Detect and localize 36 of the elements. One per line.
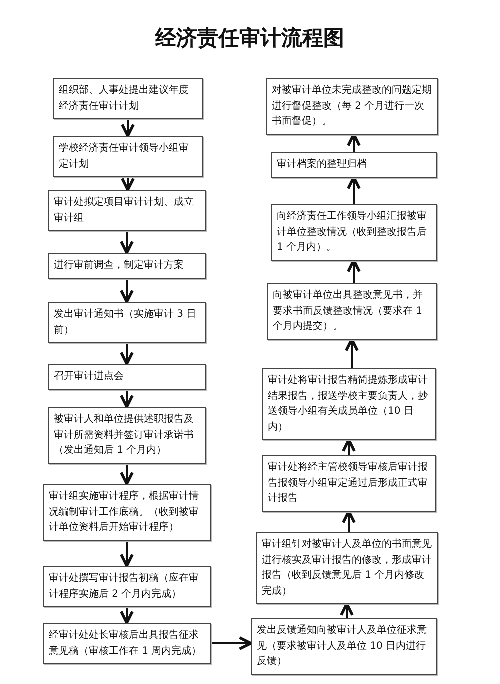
arrow <box>120 390 134 408</box>
arrow <box>120 607 134 624</box>
process-box: 对被审计单位未完成整改的问题定期进行督促整改（每 2 个月进行一次书面督促）。 <box>266 78 438 134</box>
process-box: 经审计处处长审核后出具报告征求意见稿（审核工作在 1 周内完成） <box>43 623 211 664</box>
process-box: 审计处将经主管校领导审核后审计报告报领导小组审定通过后形成正式审计报告 <box>262 455 436 512</box>
process-box: 审计组实施审计程序，根据审计情况编制审计工作底稿。（收到被审计单位资料后开始审计程序） <box>43 484 211 540</box>
arrow <box>211 636 252 650</box>
process-box: 发出反馈通知向被审计人及单位征求意见（要求被审计人及单位 10 日内进行反馈） <box>251 618 437 674</box>
process-box: 进行审前调查，制定审计方案 <box>48 253 206 278</box>
arrow <box>347 133 361 152</box>
arrow <box>120 278 134 304</box>
process-box: 审计处将审计报告精简提炼形成审计结果报告，报送学校主要负责人，抄送领导小组有关成员单位（10 日内） <box>262 368 436 440</box>
process-box: 审计处撰写审计报告初稿（应在审计程序实施后 2 个月内完成） <box>43 566 211 607</box>
process-box: 审计档案的整理归档 <box>271 152 437 178</box>
process-box: 被审计人和单位提供述职报告及审计所需资料并签订审计承诺书（发出通知后 1 个月内） <box>48 407 206 464</box>
arrow <box>342 510 356 532</box>
process-box: 学校经济责任审计领导小组审定计划 <box>53 136 203 177</box>
arrow <box>340 602 354 618</box>
arrow <box>347 259 361 283</box>
arrow <box>347 176 361 204</box>
arrow <box>342 438 356 455</box>
process-box: 组织部、人事处提出建议年度经济责任审计计划 <box>53 78 203 119</box>
process-box: 发出审计通知书（实施审计 3 日前） <box>48 302 206 343</box>
process-box: 审计处拟定项目审计计划、成立审计组 <box>48 190 206 231</box>
process-box: 召开审计进点会 <box>48 364 206 390</box>
arrow <box>120 540 134 568</box>
diagram-title: 经济责任审计流程图 <box>156 24 344 52</box>
arrow <box>120 464 134 486</box>
process-box: 向被审计单位出具整改意见书，并要求书面反馈整改情况（要求在 1 个月内提交）。 <box>267 283 437 340</box>
arrow <box>121 119 135 138</box>
arrow <box>120 343 134 366</box>
arrow <box>121 177 135 192</box>
arrow <box>345 338 359 368</box>
process-box: 向经济责任工作领导小组汇报被审计单位整改情况（收到整改报告后 1 个月内）。 <box>271 204 437 260</box>
arrow <box>120 231 134 254</box>
process-box: 审计组针对被审计人及单位的书面意见进行核实及审计报告的修改，形成审计报告（收到反馈意见后 1 个月内修改完成） <box>256 532 438 604</box>
